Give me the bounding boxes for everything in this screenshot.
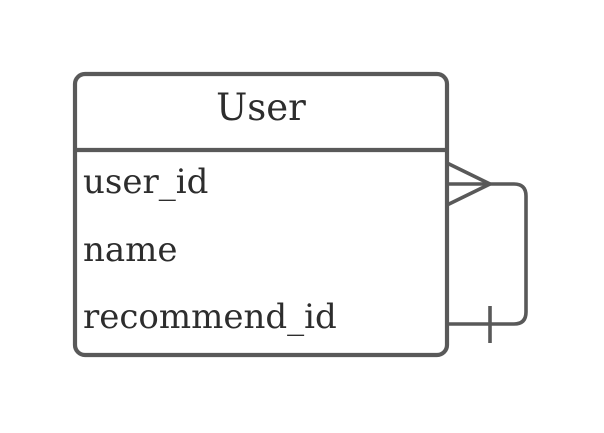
entity-user <box>72 71 450 358</box>
crow-foot-many-icon <box>446 161 491 207</box>
entity-box <box>72 71 450 358</box>
relationship-connector <box>445 161 528 343</box>
entity-field-user-id: user_id <box>83 162 208 202</box>
relationship-line <box>445 182 528 326</box>
entity-field-name: name <box>83 230 178 270</box>
entity-title: User <box>216 86 306 129</box>
entity-text: User user_id name recommend_id <box>83 86 337 337</box>
entity-field-recommend-id: recommend_id <box>83 297 337 337</box>
